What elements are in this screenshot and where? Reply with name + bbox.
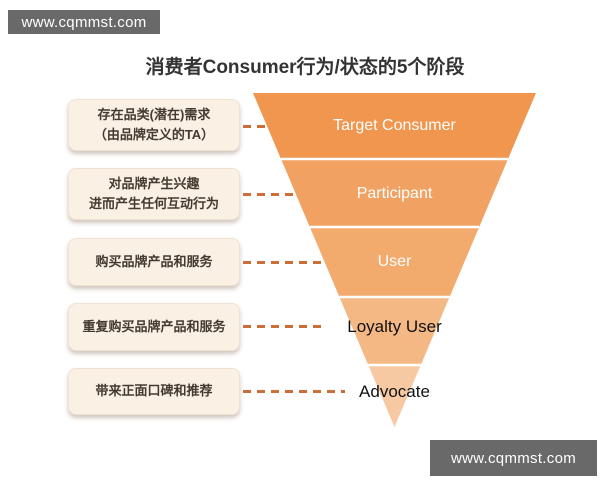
funnel-segment-advocate (368, 365, 421, 427)
funnel-segment-user (309, 227, 480, 297)
funnel-label-user: User (377, 253, 412, 270)
stage-box-user: 购买品牌产品和服务 (68, 238, 240, 286)
connector-dashed-line (243, 125, 269, 128)
connector-dashed-line (243, 193, 296, 196)
funnel-label-loyalty-user: Loyalty User (347, 317, 442, 336)
stage-box-participant: 对品牌产生兴趣 进而产生任何互动行为 (68, 168, 240, 220)
stage-box-loyalty-user: 重复购买品牌产品和服务 (68, 303, 240, 351)
funnel-label-target-consumer: Target Consumer (333, 117, 456, 134)
funnel-label-advocate: Advocate (359, 382, 430, 401)
connector-dashed-line (243, 261, 325, 264)
connector-dashed-line (243, 390, 345, 393)
connector-dashed-line (243, 325, 322, 328)
stage-box-target-consumer: 存在品类(潜在)需求 （由品牌定义的TA） (68, 99, 240, 151)
stage-box-advocate: 带来正面口碑和推荐 (68, 368, 240, 415)
watermark-top: www.cqmmst.com (8, 10, 160, 34)
funnel-label-participant: Participant (356, 185, 433, 202)
page-title: 消费者Consumer行为/状态的5个阶段 (145, 57, 465, 78)
watermark-bottom: www.cqmmst.com (430, 440, 597, 476)
funnel-segment-participant (281, 159, 508, 227)
funnel-segment-loyalty-user (339, 297, 450, 365)
funnel-segment-target-consumer (253, 93, 536, 159)
